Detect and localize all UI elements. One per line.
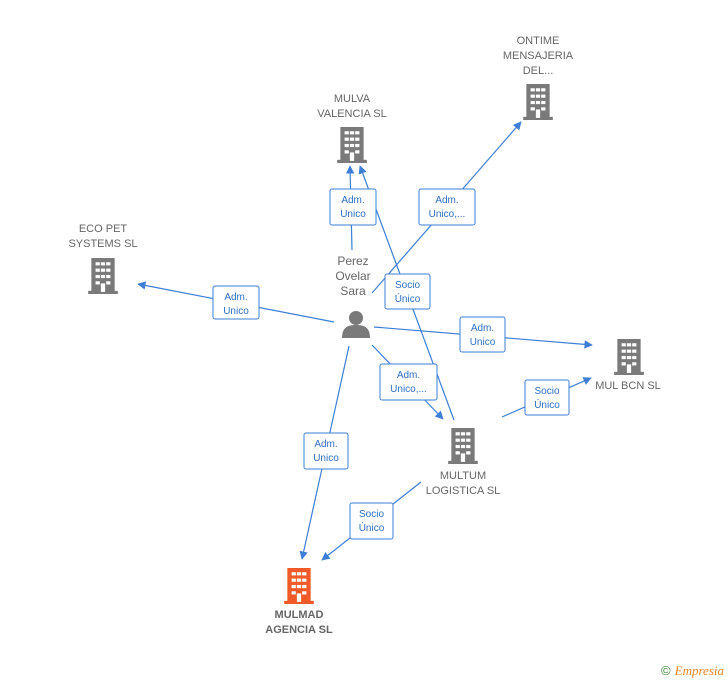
- footer-brand[interactable]: ©Empresia: [661, 663, 724, 679]
- edge-label-box: [349, 502, 394, 540]
- person-label: Ovelar: [335, 269, 370, 283]
- edge-label-text: Único: [395, 292, 421, 305]
- edge-labels-layer: Adm.UnicoAdm.Unico,...Adm.UnicoAdm.Unico…: [212, 188, 570, 540]
- company-label: ONTIME: [517, 35, 560, 47]
- edge-label-text: Socio: [395, 280, 420, 291]
- edge-label-person-ecopet[interactable]: Adm. Unico: [212, 285, 260, 320]
- edge-label-text: Unico,...: [390, 384, 427, 395]
- person-icon: [342, 311, 370, 338]
- building-icon: [284, 568, 314, 604]
- edge-label-box: [459, 316, 506, 353]
- edge-label-person-multum[interactable]: Adm. Unico,...: [379, 363, 438, 401]
- nodes-layer: MULVA VALENCIA SL ONTIME MENSAJERIA DEL... EC…: [68, 35, 660, 636]
- company-label: AGENCIA SL: [265, 624, 333, 636]
- edge-label-box: [418, 188, 476, 226]
- edge-label-text: Único: [534, 398, 560, 411]
- edge-label-box: [303, 432, 349, 470]
- edge-label-box: [212, 285, 260, 320]
- company-node-mulmad[interactable]: MULMAD AGENCIA SL: [265, 568, 333, 636]
- company-node-ecopet[interactable]: ECO PET SYSTEMS SL: [68, 223, 138, 294]
- company-label: DEL...: [523, 65, 554, 77]
- company-node-multum[interactable]: MULTUM LOGISTICA SL: [426, 428, 501, 497]
- edge-label-text: Adm.: [471, 323, 494, 334]
- company-label: ECO PET: [79, 223, 128, 235]
- edge-label-text: Adm.: [341, 195, 364, 206]
- edge-label-text: Adm.: [397, 370, 420, 381]
- edge-label-box: [524, 379, 570, 416]
- company-node-mulbcn[interactable]: MUL BCN SL: [595, 339, 661, 392]
- edge-label-box: [329, 188, 377, 226]
- building-icon: [88, 258, 118, 294]
- edge-label-text: Socio: [359, 509, 384, 520]
- brand-name: Empresia: [674, 663, 724, 678]
- company-node-mulva[interactable]: MULVA VALENCIA SL: [317, 93, 387, 163]
- edge-label-text: Unico: [313, 453, 339, 464]
- edge-label-text: Unico: [223, 306, 249, 317]
- person-label: Sara: [340, 284, 366, 298]
- company-label: MULMAD: [275, 609, 324, 621]
- edge-label-text: Unico: [470, 337, 496, 348]
- company-label: MULTUM: [440, 470, 486, 482]
- company-label: LOGISTICA SL: [426, 485, 501, 497]
- edge-label-box: [384, 273, 431, 310]
- company-label: VALENCIA SL: [317, 108, 387, 120]
- person-label: Perez: [337, 254, 368, 268]
- edge-label-person-mulmad[interactable]: Adm. Unico: [303, 432, 349, 470]
- building-icon: [614, 339, 644, 375]
- edge-label-text: Adm.: [314, 439, 337, 450]
- company-label: SYSTEMS SL: [68, 238, 137, 250]
- edge-label-text: Único: [359, 521, 385, 534]
- edge-label-text: Unico: [340, 209, 366, 220]
- edge-label-text: Adm.: [224, 292, 247, 303]
- edge-label-person-mulva[interactable]: Adm. Unico: [329, 188, 377, 226]
- company-label: MENSAJERIA: [503, 50, 574, 62]
- company-node-ontime[interactable]: ONTIME MENSAJERIA DEL...: [503, 35, 574, 120]
- edges-layer: [137, 121, 593, 561]
- company-label: MUL BCN SL: [595, 380, 661, 392]
- company-label: MULVA: [334, 93, 371, 105]
- edge-label-person-mulbcn[interactable]: Adm. Unico: [459, 316, 506, 353]
- edge-label-box: [379, 363, 438, 401]
- edge-label-text: Socio: [534, 386, 559, 397]
- building-icon: [337, 127, 367, 163]
- copyright-symbol: ©: [661, 663, 671, 678]
- building-icon: [523, 84, 553, 120]
- edge-label-text: Adm.: [435, 195, 458, 206]
- edge-label-text: Unico,...: [429, 209, 466, 220]
- building-icon: [448, 428, 478, 464]
- edge-label-person-ontime[interactable]: Adm. Unico,...: [418, 188, 476, 226]
